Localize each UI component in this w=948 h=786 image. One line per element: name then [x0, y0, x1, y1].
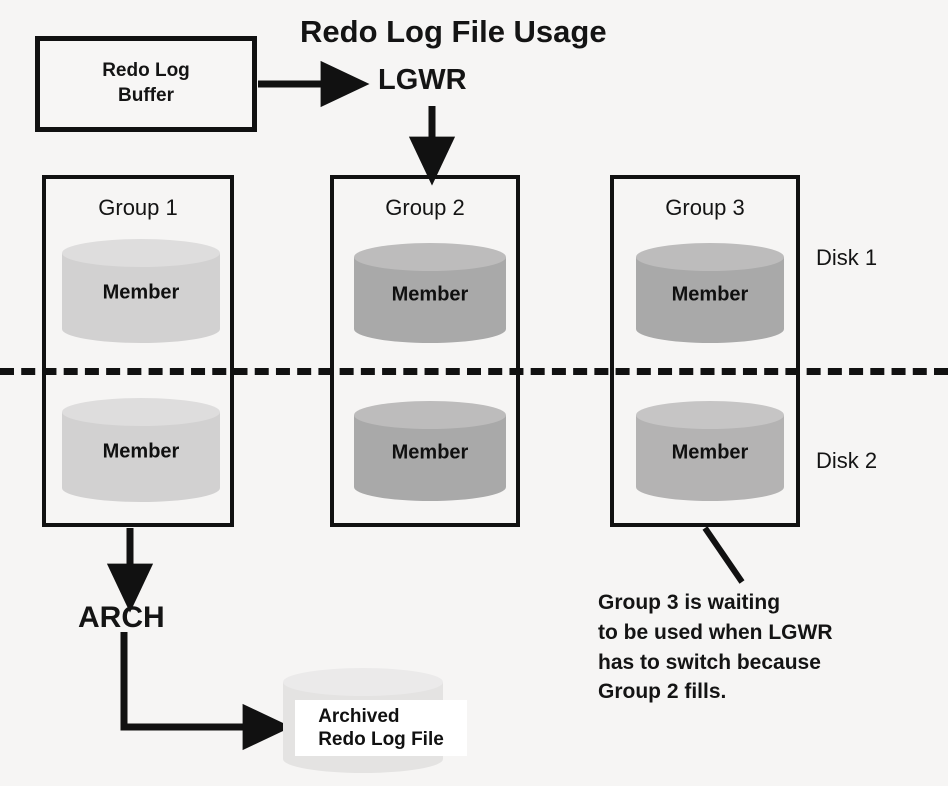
- member-label: Member: [102, 281, 180, 304]
- member-label: Member: [391, 283, 469, 306]
- disk-1-label: Disk 1: [816, 245, 878, 270]
- arch-process-label: ARCH: [78, 601, 165, 634]
- member-label: Member: [671, 283, 749, 306]
- archived-redo-log-file-plate: Archived Redo Log File: [295, 700, 467, 756]
- member-label: Member: [391, 441, 469, 464]
- group-2-box: Group 2 Member Member: [330, 175, 520, 527]
- cylinder-top: [283, 668, 443, 696]
- leader-line-group3-annotation: [702, 526, 745, 584]
- buffer-label-line2: Buffer: [118, 85, 174, 106]
- disk-2-label: Disk 2: [816, 448, 878, 473]
- diagram-title: Redo Log File Usage: [300, 14, 607, 49]
- member-label: Member: [671, 441, 749, 464]
- group-1-member-disk2: Member: [62, 398, 220, 502]
- archived-label-line2: Redo Log File: [318, 729, 444, 750]
- arrow-arch-to-archived-file: [120, 632, 292, 751]
- group-2-title: Group 2: [385, 195, 465, 220]
- buffer-label-line1: Redo Log: [102, 60, 190, 82]
- group-3-member-disk1: Member: [636, 243, 784, 343]
- annotation-line4: Group 2 fills.: [598, 680, 727, 704]
- group-2-member-disk1: Member: [354, 243, 506, 343]
- group-3-member-disk2: Member: [636, 401, 784, 501]
- disk-divider-dashed-line: [0, 368, 948, 375]
- cylinder-top: [636, 401, 784, 429]
- annotation-line3: has to switch because: [598, 650, 821, 674]
- archived-redo-log-file-label: Archived Redo Log File: [318, 705, 444, 751]
- lgwr-process-label: LGWR: [378, 64, 467, 96]
- group-3-annotation-text: Group 3 is waiting to be used when LGWR …: [598, 588, 928, 707]
- cylinder-top: [636, 243, 784, 271]
- redo-log-buffer-label: Redo Log Buffer: [102, 59, 190, 108]
- cylinder-top: [354, 401, 506, 429]
- group-1-member-disk1: Member: [62, 239, 220, 343]
- member-label: Member: [102, 440, 180, 463]
- annotation-line2: to be used when LGWR: [598, 620, 833, 644]
- cylinder-top: [62, 398, 220, 426]
- group-1-title: Group 1: [98, 195, 178, 220]
- group-3-box: Group 3 Member Member: [610, 175, 800, 527]
- redo-log-buffer-box: Redo Log Buffer: [35, 36, 257, 132]
- cylinder-top: [354, 243, 506, 271]
- group-3-title: Group 3: [665, 195, 745, 220]
- archived-label-line1: Archived: [318, 705, 400, 727]
- cylinder-top: [62, 239, 220, 267]
- group-2-member-disk2: Member: [354, 401, 506, 501]
- group-1-box: Group 1 Member Member: [42, 175, 234, 527]
- annotation-line1: Group 3 is waiting: [598, 591, 781, 614]
